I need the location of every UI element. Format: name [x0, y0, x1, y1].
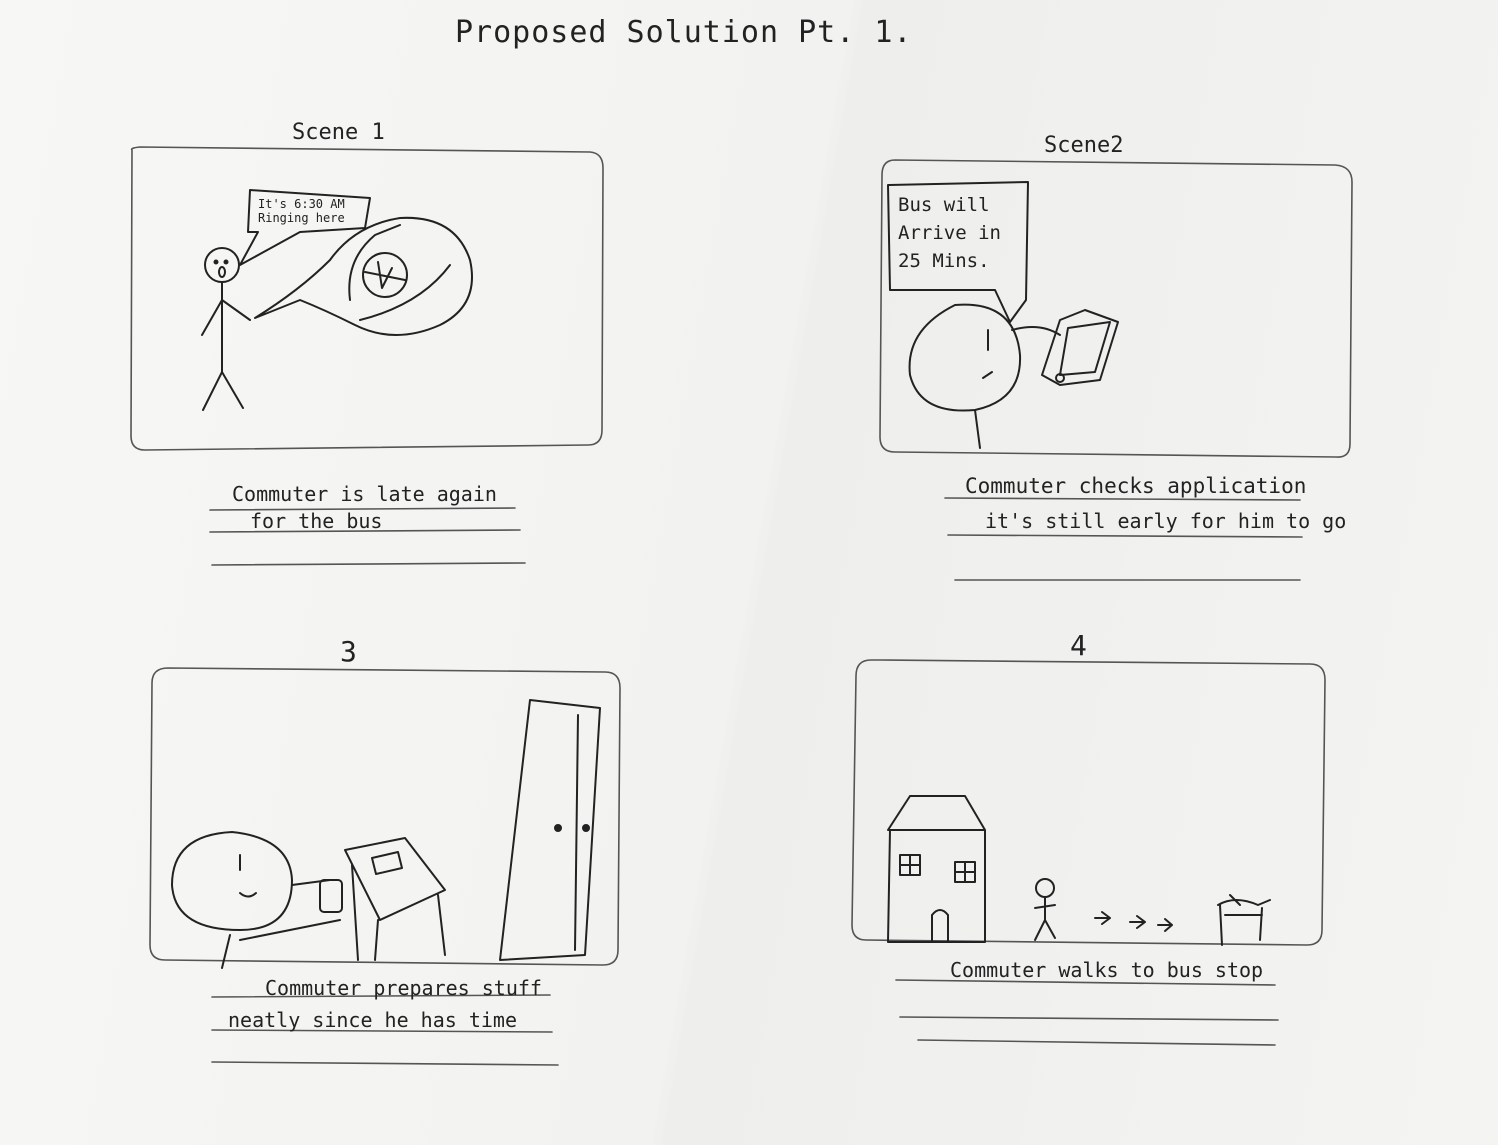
bubble-2-text: Bus will Arrive in 25 Mins.: [898, 194, 1018, 273]
commuter-head-3: [172, 832, 292, 930]
caption-4-line-1: Commuter walks to bus stop: [950, 958, 1264, 982]
commuter-body: [202, 282, 250, 410]
panel-1-frame: [131, 147, 603, 450]
caption-2-line-1: Commuter checks application: [965, 474, 1307, 498]
caption-3-line-2: neatly since he has time: [228, 1008, 517, 1032]
phone-3-icon: [320, 880, 342, 912]
caption-1-line-1: Commuter is late again: [232, 482, 497, 506]
bus-stop: [1218, 895, 1270, 945]
caption-3-line-1: Commuter prepares stuff: [265, 976, 542, 1000]
door: [500, 700, 600, 960]
direction-arrows: [1095, 912, 1172, 931]
speech-bubble-1: [240, 190, 370, 265]
panel-2-frame: [880, 160, 1352, 457]
walking-commuter: [1036, 879, 1054, 897]
phone-icon: [1042, 310, 1118, 385]
panel-3-frame: [150, 668, 620, 965]
scene-3-label: 3: [340, 635, 357, 668]
scene-1-label: Scene 1: [292, 120, 385, 145]
page-title: Proposed Solution Pt. 1.: [455, 15, 913, 50]
commuter-head-2: [910, 305, 1021, 411]
caption-1-line-2: for the bus: [250, 509, 383, 533]
caption-2-line-2: it's still early for him to go: [985, 509, 1347, 533]
bubble-1-text: It's 6:30 AM Ringing here: [258, 197, 345, 225]
panel-4-frame: [852, 660, 1325, 945]
speech-bubble-2: [888, 182, 1028, 322]
bubble-2-line-1: Bus will: [898, 194, 990, 216]
scene-4-label: 4: [1070, 629, 1087, 662]
bubble-2-line-2: Arrive in: [898, 221, 1001, 244]
desk: [345, 838, 445, 960]
alarm-clock-icon: [363, 253, 407, 297]
bubble-2-line-3: 25 Mins.: [898, 249, 990, 272]
scene-2-label: Scene2: [1044, 133, 1124, 158]
house: [888, 796, 985, 942]
